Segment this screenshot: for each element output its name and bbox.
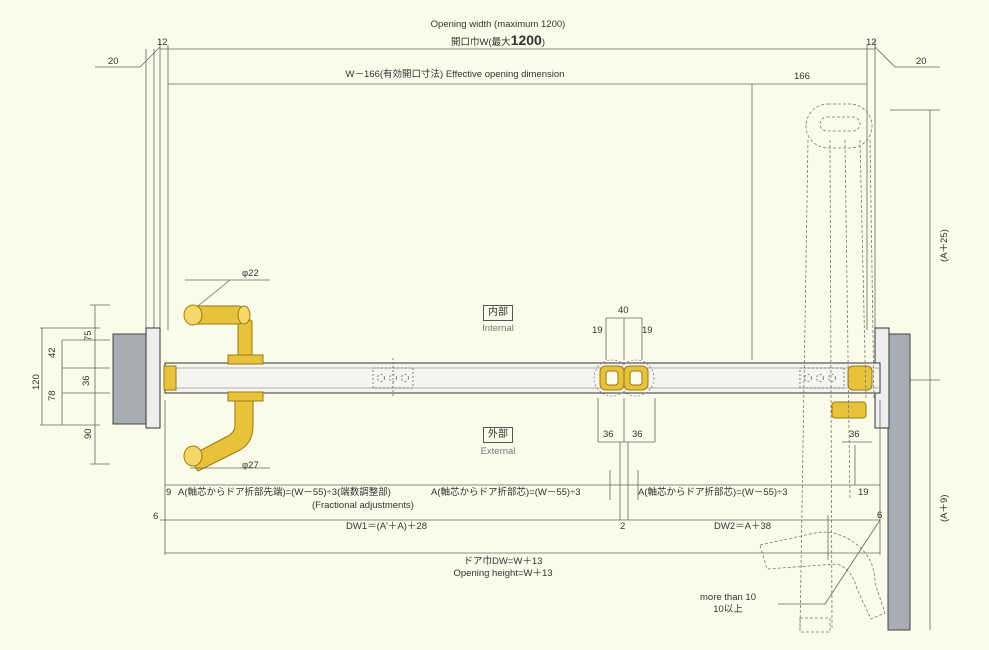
dim-19-right: 19 bbox=[858, 487, 869, 498]
bottom-dimension-lines bbox=[160, 400, 881, 605]
dim-12-left: 12 bbox=[157, 37, 168, 48]
right-frame bbox=[874, 327, 890, 429]
dim-a-plus-9: (A＋9) bbox=[939, 494, 950, 522]
phi22-label: φ22 bbox=[242, 268, 259, 279]
dim-6-right: 6 bbox=[877, 510, 883, 521]
left-wall bbox=[112, 333, 152, 425]
external-box: 外部 bbox=[483, 427, 513, 443]
dim-6-left: 6 bbox=[153, 511, 159, 522]
right-pivot bbox=[847, 365, 873, 391]
effective-opening-label: W－166(有効開口寸法) Effective opening dimensio… bbox=[345, 69, 565, 80]
external-label: External bbox=[480, 446, 516, 457]
dim-2: 2 bbox=[620, 521, 626, 532]
opening-width-jp: 開口巾W(最大1200) bbox=[451, 33, 545, 48]
dim-a-plus-25: (A＋25) bbox=[939, 229, 950, 262]
left-frame bbox=[145, 327, 161, 429]
left-end-cap bbox=[163, 365, 177, 391]
left-dimension-lines bbox=[40, 304, 110, 465]
dim-9: 9 bbox=[166, 487, 172, 498]
dim-36-a: 36 bbox=[603, 429, 614, 440]
dim-120: 120 bbox=[31, 374, 42, 390]
formula-a1: A(軸芯からドア折部先端)=(W－55)÷3(端数調整部) bbox=[178, 487, 391, 498]
formula-dw2: DW2＝A＋38 bbox=[714, 521, 772, 532]
formula-a3: A(軸芯からドア折部芯)=(W－55)÷3 bbox=[638, 487, 788, 498]
more-than-10-en: more than 10 bbox=[700, 592, 756, 603]
dim-36-left: 36 bbox=[81, 375, 92, 386]
dim-166: 166 bbox=[794, 71, 810, 82]
dim-12-right: 12 bbox=[866, 37, 877, 48]
formula-dw1: DW1＝(A'＋A)＋28 bbox=[346, 521, 427, 532]
center-dimension-lines bbox=[597, 317, 656, 520]
dim-36-b: 36 bbox=[632, 429, 643, 440]
dim-20-left: 20 bbox=[108, 56, 119, 67]
dim-40: 40 bbox=[618, 305, 629, 316]
dim-75: 75 bbox=[83, 330, 94, 341]
opening-width-prefix: 開口巾W(最大 bbox=[451, 37, 511, 48]
hinge-right bbox=[799, 367, 845, 389]
dim-90: 90 bbox=[83, 428, 94, 439]
internal-box: 内部 bbox=[483, 305, 513, 321]
dim-20-right: 20 bbox=[916, 56, 927, 67]
opening-width-en: Opening width (maximum 1200) bbox=[430, 19, 566, 30]
opening-width-suffix: ) bbox=[541, 37, 545, 48]
dim-19-a: 19 bbox=[592, 325, 603, 336]
folded-door-outline bbox=[759, 103, 886, 633]
center-fold-hinge bbox=[593, 359, 655, 397]
internal-label: Internal bbox=[482, 323, 514, 334]
dim-36-c: 36 bbox=[849, 429, 860, 440]
door-width-label: ドア巾DW=W＋13 bbox=[463, 556, 543, 567]
outer-dimension-lines bbox=[95, 40, 940, 630]
hinge-left bbox=[372, 358, 414, 398]
formula-a1-en: (Fractional adjustments) bbox=[312, 500, 414, 511]
opening-height-label: Opening height=W＋13 bbox=[453, 568, 553, 579]
lever-handle bbox=[183, 304, 264, 472]
dim-42: 42 bbox=[47, 347, 58, 358]
formula-a2: A(軸芯からドア折部芯)=(W－55)÷3 bbox=[431, 487, 581, 498]
more-than-10-jp: 10以上 bbox=[713, 604, 743, 615]
right-wall bbox=[887, 333, 911, 631]
phi27-label: φ27 bbox=[242, 460, 259, 471]
dim-78: 78 bbox=[47, 390, 58, 401]
door-panel bbox=[164, 362, 881, 394]
dim-19-b: 19 bbox=[642, 325, 653, 336]
opening-width-value: 1200 bbox=[510, 32, 542, 48]
